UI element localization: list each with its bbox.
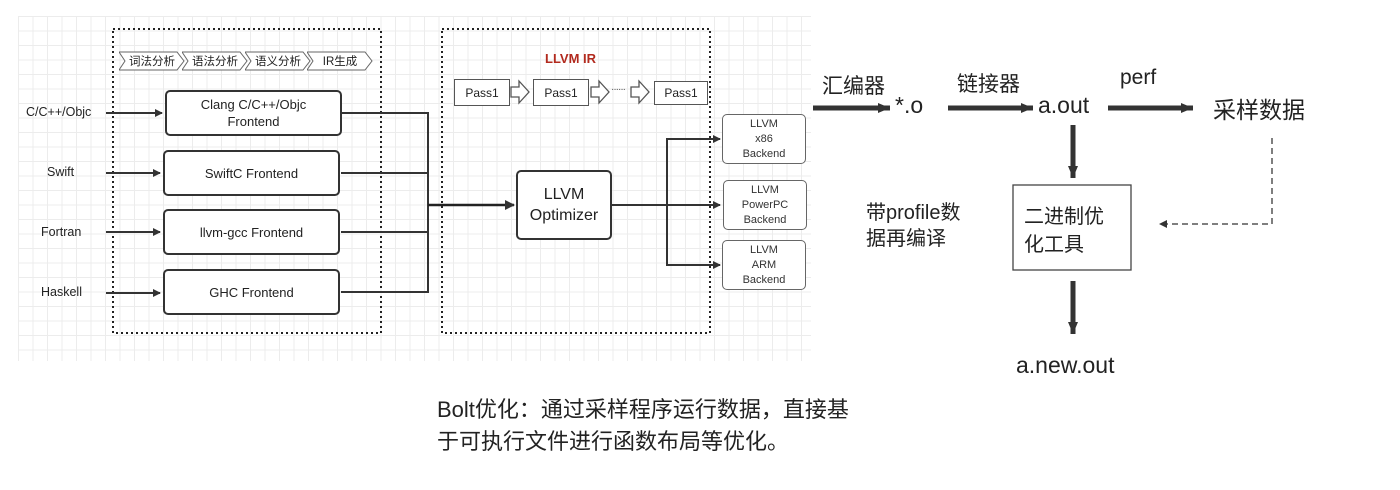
- assembler-label: 汇编器: [822, 75, 885, 98]
- stage-semantic: 语义分析: [245, 51, 311, 71]
- language-fortran: Fortran: [41, 225, 82, 239]
- merge-line: [341, 112, 429, 293]
- binary-optimizer-label: 二进制优 化工具: [1024, 206, 1104, 256]
- stage-ir-gen: IR生成: [307, 51, 373, 71]
- ir-title: LLVM IR: [545, 51, 597, 66]
- frontend-ghc: GHC Frontend: [163, 269, 340, 315]
- pass-n: Pass1: [654, 81, 708, 105]
- backend-powerpc: LLVM PowerPC Backend: [723, 180, 807, 230]
- frontend-swiftc: SwiftC Frontend: [163, 150, 340, 196]
- output-file: a.new.out: [1016, 352, 1115, 378]
- executable: a.out: [1038, 92, 1090, 118]
- pass-1: Pass1: [454, 79, 510, 106]
- language-swift: Swift: [47, 165, 75, 179]
- caption: Bolt优化：通过采样程序运行数据，直接基 于可执行文件进行函数布局等优化。: [437, 397, 849, 454]
- recompile-note: 带profile数 据再编译: [866, 202, 961, 250]
- dashed-feedback-arrow: [1159, 138, 1273, 228]
- linker-label: 链接器: [957, 73, 1020, 96]
- stage-syntax: 语法分析: [182, 51, 248, 71]
- pass-arrow-2: [590, 79, 610, 105]
- sample-data: 采样数据: [1213, 97, 1305, 123]
- backend-arm: LLVM ARM Backend: [722, 240, 806, 290]
- frontend-clang: Clang C/C++/Objc Frontend: [165, 90, 342, 136]
- llvm-optimizer: LLVM Optimizer: [516, 170, 612, 240]
- language-c: C/C++/Objc: [26, 105, 92, 119]
- perf-label: perf: [1120, 66, 1157, 89]
- object-file: *.o: [895, 92, 924, 118]
- binary-optimizer-box: [1012, 184, 1132, 271]
- frontend-llvm-gcc: llvm-gcc Frontend: [163, 209, 340, 255]
- stage-lexical: 词法分析: [119, 51, 185, 71]
- pass-arrow-3: [630, 79, 650, 105]
- pass-ellipsis: ······: [611, 84, 626, 95]
- frontend-container: [112, 28, 382, 334]
- diagram-grid-background: [18, 16, 811, 361]
- language-haskell: Haskell: [41, 285, 82, 299]
- ir-container: [441, 28, 711, 334]
- pass-arrow-1: [510, 79, 530, 105]
- backend-x86: LLVM x86 Backend: [722, 114, 806, 164]
- pass-2: Pass1: [533, 79, 589, 106]
